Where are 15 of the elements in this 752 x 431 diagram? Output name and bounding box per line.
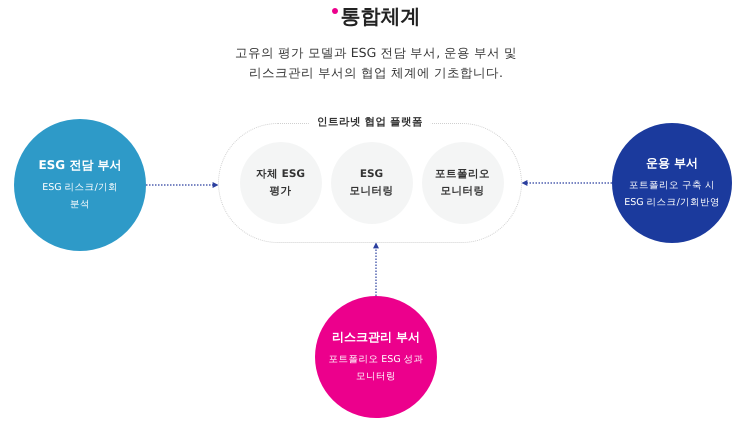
department-name: 리스크관리 부서	[332, 329, 420, 346]
department-name: 운용 부서	[646, 155, 698, 172]
department-name: ESG 전담 부서	[38, 157, 122, 174]
arrow	[373, 242, 379, 296]
arrow	[521, 180, 612, 186]
function-circle: 자체 ESG 평가	[240, 142, 322, 224]
department-description: ESG 리스크/기회 분석	[41, 181, 119, 212]
arrow	[146, 182, 219, 188]
function-circle: 포트폴리오 모니터링	[422, 142, 504, 224]
department-description: 포트폴리오 구축 시 ESG 리스크/기회반영	[624, 179, 720, 210]
department-description: 포트폴리오 ESG 성과 모니터링	[328, 353, 424, 384]
platform-title: 인트라넷 협업 플랫폼	[308, 115, 432, 129]
function-circle: ESG 모니터링	[330, 142, 412, 224]
title: 통합체계	[340, 4, 420, 28]
subtitle-text: 고유의 평가 모델과 ESG 전담 부서, 운용 부서 및 리스크관리 부서의 협업 체계에 기초합니다.	[234, 44, 518, 82]
